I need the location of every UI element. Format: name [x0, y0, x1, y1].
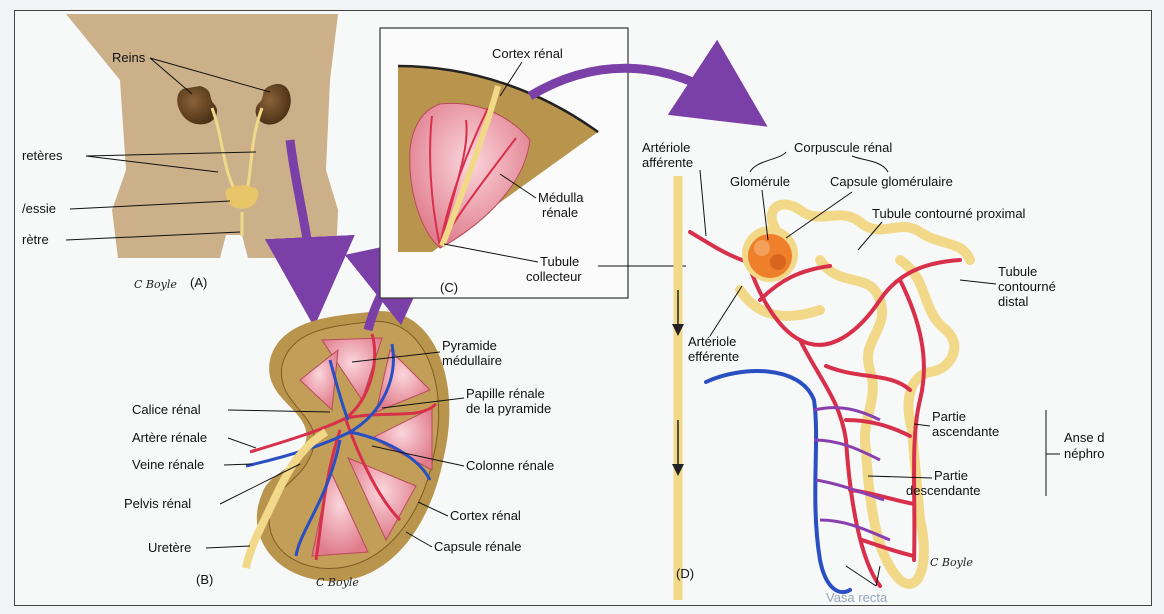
- label-anse-1: Anse d: [1064, 430, 1104, 445]
- signature-b: C Boyle: [316, 576, 359, 589]
- label-corpuscule: Corpuscule rénal: [794, 140, 892, 155]
- label-anse-2: néphro: [1064, 446, 1104, 461]
- leader-uretere-b: [206, 546, 250, 548]
- label-partie-desc-1: Partie: [934, 468, 968, 483]
- label-pyramide-2: médullaire: [442, 353, 502, 368]
- label-cortex-b: Cortex rénal: [450, 508, 521, 523]
- label-arteriole-aff-2: afférente: [642, 155, 693, 170]
- label-vasa: Vasa recta: [826, 590, 888, 605]
- label-vessie: /essie: [22, 201, 56, 216]
- label-tubule-c-2: collecteur: [526, 269, 582, 284]
- leader-tcd: [960, 280, 996, 284]
- label-partie-desc-2: descendante: [906, 483, 980, 498]
- panel-c-letter: (C): [440, 280, 458, 295]
- bracket-corpuscule: [750, 152, 888, 172]
- label-ureteres: retères: [22, 148, 63, 163]
- panel-a-letter: (A): [190, 275, 207, 290]
- label-papille-2: de la pyramide: [466, 401, 551, 416]
- label-papille-1: Papille rénale: [466, 386, 545, 401]
- label-partie-asc-2: ascendante: [932, 424, 999, 439]
- leader-capsule-b: [406, 532, 432, 547]
- leader-artere: [228, 438, 256, 448]
- signature-d: C Boyle: [930, 556, 973, 569]
- label-veine: Veine rénale: [132, 457, 204, 472]
- label-tcp: Tubule contourné proximal: [872, 206, 1026, 221]
- label-pelvis: Pelvis rénal: [124, 496, 191, 511]
- label-tcd-3: distal: [998, 294, 1028, 309]
- label-partie-asc-1: Partie: [932, 409, 966, 424]
- signature-a: C Boyle: [134, 278, 177, 291]
- label-capsule-b: Capsule rénale: [434, 539, 521, 554]
- label-tubule-c-1: Tubule: [540, 254, 579, 269]
- label-pyramide-1: Pyramide: [442, 338, 497, 353]
- label-arteriole-eff-2: efférente: [688, 349, 739, 364]
- label-reins: Reins: [112, 50, 146, 65]
- bowman-capsule: [742, 226, 798, 282]
- bracket-anse: [1046, 410, 1060, 496]
- label-glomerule: Glomérule: [730, 174, 790, 189]
- leader-arteriole-eff: [710, 286, 742, 336]
- label-calice: Calice rénal: [132, 402, 201, 417]
- label-artere: Artère rénale: [132, 430, 207, 445]
- panel-d: Artériole afférente Corpuscule rénal Glo…: [642, 140, 1104, 605]
- label-capsule-glom: Capsule glomérulaire: [830, 174, 953, 189]
- panel-b-letter: (B): [196, 572, 213, 587]
- label-tcd-1: Tubule: [998, 264, 1037, 279]
- label-tcd-2: contourné: [998, 279, 1056, 294]
- panel-d-letter: (D): [676, 566, 694, 581]
- panel-b: Pyramide médullaire Papille rénale de la…: [124, 311, 554, 589]
- label-medulla-1: Médulla: [538, 190, 584, 205]
- torso-silhouette: [66, 14, 338, 258]
- label-cortex-c: Cortex rénal: [492, 46, 563, 61]
- leader-arteriole-aff: [700, 170, 706, 236]
- label-uretre: rètre: [22, 232, 49, 247]
- label-medulla-2: rénale: [542, 205, 578, 220]
- leader-partie-desc: [868, 476, 932, 478]
- label-uretere-b: Uretère: [148, 540, 191, 555]
- label-arteriole-eff-1: Artériole: [688, 334, 736, 349]
- label-arteriole-aff-1: Artériole: [642, 140, 690, 155]
- label-colonne: Colonne rénale: [466, 458, 554, 473]
